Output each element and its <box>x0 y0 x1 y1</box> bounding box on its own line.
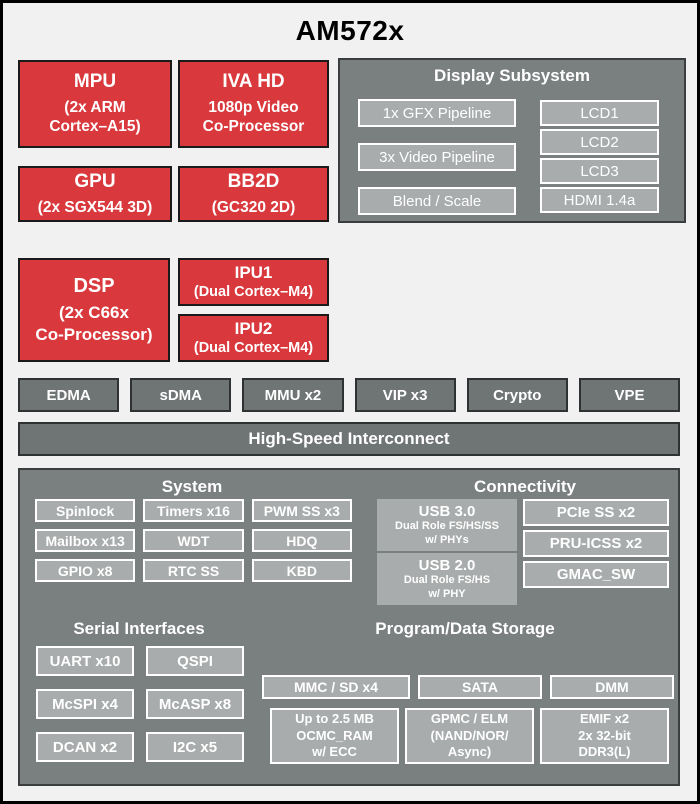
hdq-box: HDQ <box>251 529 352 552</box>
serial-interfaces-title: Serial Interfaces <box>73 619 205 638</box>
rtc-box: RTC SS <box>143 559 244 582</box>
mcspi-box: McSPI x4 <box>36 689 134 719</box>
kbd-box: KBD <box>251 559 352 582</box>
display-output-column: LCD1 LCD2 LCD3 HDMI 1.4a <box>540 100 659 213</box>
edma-box: EDMA <box>18 378 120 412</box>
usb3-box: USB 3.0 Dual Role FS/HS/SS w/ PHYs <box>377 499 517 551</box>
lcd1-box: LCD1 <box>540 100 659 126</box>
ocmc-ram-box: Up to 2.5 MB OCMC_RAM w/ ECC <box>270 708 399 764</box>
usb2-title: USB 2.0 <box>418 556 476 574</box>
pwm-box: PWM SS x3 <box>251 499 352 522</box>
system-title: System <box>161 477 223 496</box>
sata-box: SATA <box>418 675 542 699</box>
storage-row1: MMC / SD x4 SATA DMM <box>262 675 674 699</box>
video-pipeline-box: 3x Video Pipeline <box>358 143 516 171</box>
vpe-box: VPE <box>578 378 681 412</box>
mcasp-box: McASP x8 <box>146 689 244 719</box>
page-title: AM572x <box>295 15 405 46</box>
block-dsp-subtitle: (2x C66x Co-Processor) <box>35 303 153 344</box>
blend-scale-box: Blend / Scale <box>358 187 516 215</box>
serial-interfaces-grid: UART x10 QSPI McSPI x4 McASP x8 DCAN x2 … <box>36 646 244 762</box>
block-ipu2: IPU2 (Dual Cortex–M4) <box>178 314 329 362</box>
gfx-pipeline-box: 1x GFX Pipeline <box>358 99 516 127</box>
sdma-box: sDMA <box>130 378 232 412</box>
connectivity-list: PCIe SS x2 PRU-ICSS x2 GMAC_SW <box>523 499 669 588</box>
usb3-detail: Dual Role FS/HS/SS w/ PHYs <box>395 519 499 546</box>
high-speed-interconnect-bar: High-Speed Interconnect <box>18 422 680 456</box>
block-bb2d-subtitle: (GC320 2D) <box>211 198 296 216</box>
block-iva-title: IVA HD <box>222 70 285 92</box>
usb-stack: USB 3.0 Dual Role FS/HS/SS w/ PHYs USB 2… <box>377 499 517 605</box>
crypto-box: Crypto <box>466 378 568 412</box>
spinlock-box: Spinlock <box>35 499 136 522</box>
storage-row2: Up to 2.5 MB OCMC_RAM w/ ECC GPMC / ELM … <box>270 708 669 764</box>
usb2-box: USB 2.0 Dual Role FS/HS w/ PHY <box>377 553 517 605</box>
lcd2-box: LCD2 <box>540 129 659 155</box>
display-pipeline-column: 1x GFX Pipeline 3x Video Pipeline Blend … <box>358 99 516 215</box>
hdmi-box: HDMI 1.4a <box>540 187 659 213</box>
mailbox-box: Mailbox x13 <box>35 529 136 552</box>
display-subsystem-title: Display Subsystem <box>434 66 590 85</box>
lcd3-box: LCD3 <box>540 158 659 184</box>
dmm-box: DMM <box>550 675 674 699</box>
usb2-detail: Dual Role FS/HS w/ PHY <box>403 573 491 600</box>
vip-box: VIP x3 <box>354 378 456 412</box>
qspi-box: QSPI <box>146 646 244 676</box>
block-ipu1-title: IPU1 <box>234 262 273 282</box>
block-gpu-subtitle: (2x SGX544 3D) <box>37 198 153 216</box>
block-bb2d-title: BB2D <box>227 170 280 192</box>
gpio-box: GPIO x8 <box>35 559 136 582</box>
block-ipu1: IPU1 (Dual Cortex–M4) <box>178 258 329 306</box>
usb3-title: USB 3.0 <box>418 502 476 520</box>
block-mpu-subtitle: (2x ARM Cortex–A15) <box>49 98 141 136</box>
pcie-box: PCIe SS x2 <box>523 499 669 526</box>
mmu-box: MMU x2 <box>242 378 344 412</box>
block-ipu1-subtitle: (Dual Cortex–M4) <box>193 283 314 300</box>
dma-row: EDMA sDMA MMU x2 VIP x3 Crypto VPE <box>18 378 681 412</box>
timers-box: Timers x16 <box>143 499 244 522</box>
block-bb2d: BB2D (GC320 2D) <box>178 166 329 222</box>
gpmc-elm-box: GPMC / ELM (NAND/NOR/ Async) <box>405 708 534 764</box>
peripherals-section: System Spinlock Timers x16 PWM SS x3 Mai… <box>18 468 680 786</box>
block-iva-hd: IVA HD 1080p Video Co-Processor <box>178 60 329 148</box>
block-dsp: DSP (2x C66x Co-Processor) <box>18 258 170 362</box>
storage-title: Program/Data Storage <box>375 619 555 638</box>
uart-box: UART x10 <box>36 646 134 676</box>
block-ipu2-title: IPU2 <box>234 318 273 338</box>
system-grid: Spinlock Timers x16 PWM SS x3 Mailbox x1… <box>35 499 352 582</box>
block-mpu: MPU (2x ARM Cortex–A15) <box>18 60 172 148</box>
block-gpu-title: GPU <box>74 170 116 192</box>
dcan-box: DCAN x2 <box>36 732 134 762</box>
block-iva-subtitle: 1080p Video Co-Processor <box>202 98 305 136</box>
wdt-box: WDT <box>143 529 244 552</box>
gmac-box: GMAC_SW <box>523 561 669 588</box>
block-ipu2-subtitle: (Dual Cortex–M4) <box>193 339 314 356</box>
block-mpu-title: MPU <box>73 70 117 92</box>
display-subsystem: Display Subsystem 1x GFX Pipeline 3x Vid… <box>338 58 686 223</box>
block-gpu: GPU (2x SGX544 3D) <box>18 166 172 222</box>
block-dsp-title: DSP <box>73 275 115 298</box>
connectivity-title: Connectivity <box>473 477 577 496</box>
pru-icss-box: PRU-ICSS x2 <box>523 530 669 557</box>
emif-box: EMIF x2 2x 32-bit DDR3(L) <box>540 708 669 764</box>
mmc-sd-box: MMC / SD x4 <box>262 675 410 699</box>
i2c-box: I2C x5 <box>146 732 244 762</box>
